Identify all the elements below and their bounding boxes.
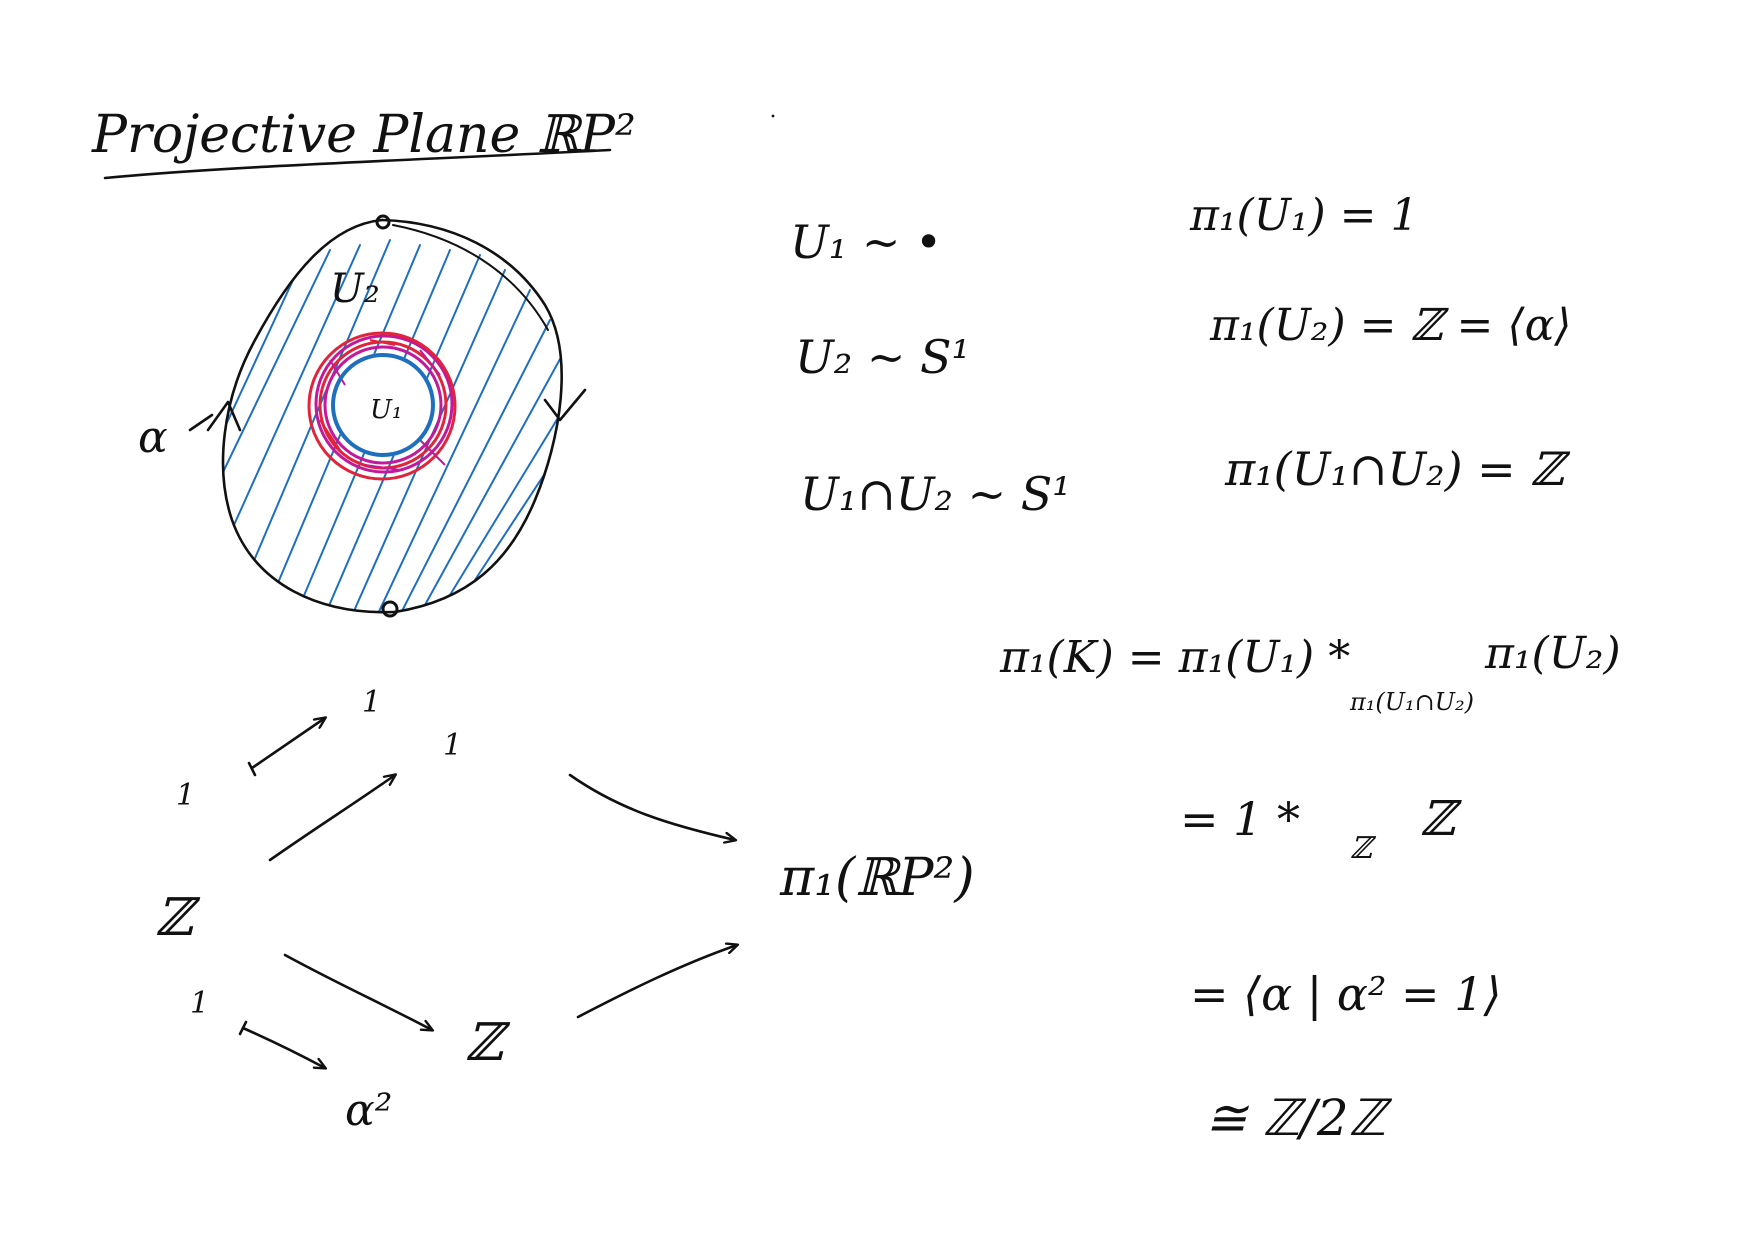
vk-line4: ≅ ℤ/2ℤ [1205,1089,1393,1147]
u1-equivalence: U₁ ~ • [790,215,942,269]
intersection-ring-magenta [323,345,443,465]
pi-u1: π₁(U₁) = 1 [1189,190,1418,241]
pi-intersection: π₁(U₁∩U₂) = ℤ [1224,442,1571,496]
intersection-ring-edge [307,331,457,481]
pi-u2: π₁(U₂) = ℤ = ⟨α⟩ [1209,300,1571,351]
alpha-pointer [188,413,214,432]
u1-label: U₁ [370,395,402,425]
vk-line1-rhs: π₁(U₂) [1484,628,1621,679]
boundary-right-arc [380,218,563,614]
pushout-target: π₁(ℝP²) [779,848,975,908]
top-vertex [375,214,391,230]
arrow-z-to-target [576,945,737,1019]
pushout-left-1: 1 [176,778,195,813]
pushout-lower-1: 1 [190,986,209,1021]
vk-line2: = 1 * [1180,792,1300,846]
boundary-stroke-extra [392,224,549,331]
arrow-1-to-target [568,773,735,840]
pushout-source-z: ℤ [155,888,201,948]
arrow-left-icon [206,400,242,432]
pushout-alpha-squared: α² [345,1085,392,1136]
boundary-left-arc [221,218,397,614]
arrow-z-to-z [283,953,432,1030]
vk-line2-end: ℤ [1420,791,1462,847]
intersection-equivalence: U₁∩U₂ ~ S¹ [800,467,1071,521]
ring-scribbles [319,339,446,471]
alpha-label: α [138,412,168,463]
u1-circle [331,353,435,457]
arrow-z-to-1 [268,775,395,862]
vk-line1-lhs: π₁(K) = π₁(U₁) * [999,632,1350,683]
u2-equivalence: U₂ ~ S¹ [795,330,970,384]
homotopy-equivalences: U₁ ~ • U₂ ~ S¹ U₁∩U₂ ~ S¹ [790,215,1071,521]
stray-dot [771,114,775,118]
pushout-diagram: 1 1 1 ℤ 1 α² ℤ π₁(ℝP²) [155,685,975,1136]
intersection-ring-outer [314,334,454,474]
title-group: Projective Plane ℝP² [91,105,636,180]
fundamental-groups: π₁(U₁) = 1 π₁(U₂) = ℤ = ⟨α⟩ π₁(U₁∩U₂) = … [1189,190,1571,496]
page-title: Projective Plane ℝP² [91,105,636,165]
pushout-top-1: 1 [362,685,381,720]
pushout-right-1: 1 [443,728,462,763]
pushout-bottom-z: ℤ [465,1013,511,1073]
vk-line2-subscript: ℤ [1350,831,1377,866]
van-kampen-computation: π₁(K) = π₁(U₁) * π₁(U₂) π₁(U₁∩U₂) = 1 * … [999,628,1621,1147]
bottom-vertex [381,600,399,618]
mapsto-1-to-1 [250,718,325,770]
title-underline [103,148,612,180]
vk-line1-subscript: π₁(U₁∩U₂) [1349,688,1474,716]
vk-line3: = ⟨α | α² = 1⟩ [1190,967,1501,1021]
u2-label: U₂ [330,266,380,312]
rp2-disk-figure: U₂ U₁ α [138,214,587,618]
arrow-right-icon [543,388,587,422]
mapsto-1-to-alpha2 [241,1026,325,1068]
